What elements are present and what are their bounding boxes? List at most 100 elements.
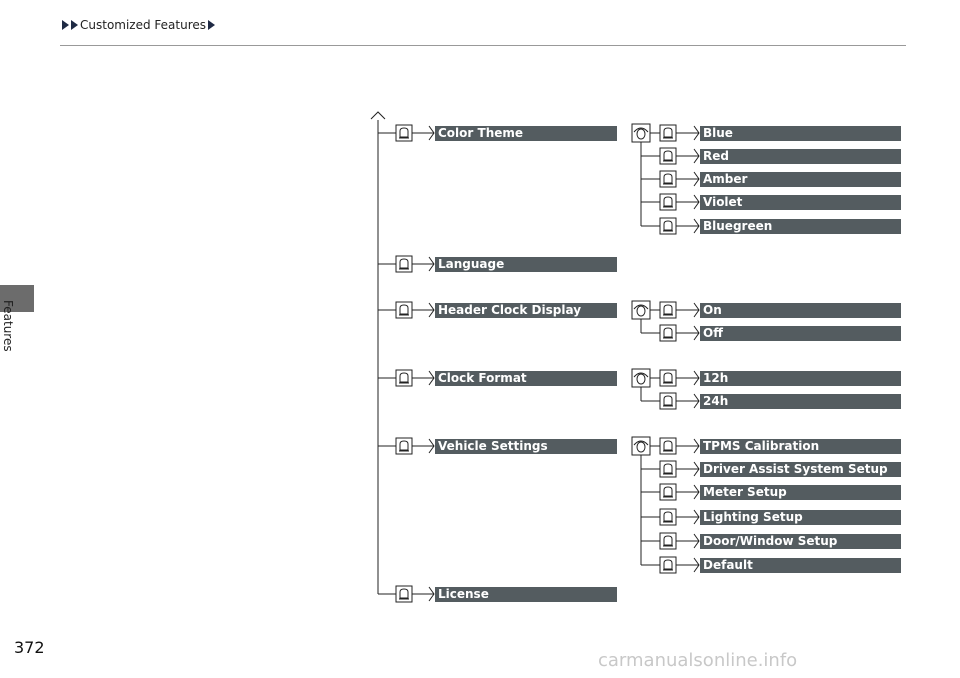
press-icon-finger (663, 127, 673, 138)
option-bar (700, 485, 901, 500)
menu-item-bar (435, 371, 617, 386)
press-icon-finger (399, 588, 409, 599)
press-icon (659, 483, 677, 501)
option-bar (700, 172, 901, 187)
press-icon (659, 369, 677, 387)
bar-label: Driver Assist System Setup (703, 462, 888, 476)
bar-label: Blue (703, 126, 733, 140)
arrow-icon (428, 370, 435, 386)
arrow-icon (693, 218, 700, 234)
press-icon (659, 460, 677, 478)
option-bar (700, 534, 901, 549)
bar-label: On (703, 303, 722, 317)
press-icon (659, 508, 677, 526)
press-icon-finger (399, 440, 409, 451)
option-bar (700, 326, 901, 341)
menu-item-bar (435, 439, 617, 454)
press-icon-finger (663, 463, 673, 474)
rotate-icon-knob (636, 441, 646, 453)
option-bar (700, 219, 901, 234)
press-icon (659, 324, 677, 342)
press-icon-finger (663, 196, 673, 207)
arrow-icon (428, 302, 435, 318)
press-icon-finger (663, 440, 673, 451)
option-bar (700, 303, 901, 318)
rotate-icon-knob (636, 128, 646, 140)
press-icon (659, 193, 677, 211)
bar-label: License (438, 587, 489, 601)
bar-label: Lighting Setup (703, 510, 803, 524)
press-icon (659, 217, 677, 235)
press-icon-finger (399, 127, 409, 138)
press-icon-finger (663, 395, 673, 406)
header-divider (60, 45, 906, 46)
arrow-icon (693, 461, 700, 477)
press-icon-finger (663, 486, 673, 497)
press-icon-finger (663, 511, 673, 522)
option-bar (700, 195, 901, 210)
breadcrumb: Customized Features (62, 18, 216, 32)
menu-item-bar (435, 257, 617, 272)
bar-label: Bluegreen (703, 219, 772, 233)
option-bar (700, 149, 901, 164)
bar-label: TPMS Calibration (703, 439, 819, 453)
arrow-icon (208, 20, 216, 30)
bar-label: Amber (703, 172, 748, 186)
press-icon-finger (399, 258, 409, 269)
rotate-icon-knob (636, 373, 646, 385)
rotate-icon-arc (633, 304, 649, 310)
arrow-icon (693, 302, 700, 318)
press-icon (659, 170, 677, 188)
arrow-icon (428, 125, 435, 141)
option-bar (700, 126, 901, 141)
bar-label: Header Clock Display (438, 303, 581, 317)
press-icon (395, 437, 413, 455)
page-number: 372 (14, 638, 45, 657)
arrow-icon (693, 125, 700, 141)
side-tab-marker (0, 285, 34, 312)
arrow-icon (693, 171, 700, 187)
bar-label: Off (703, 326, 723, 340)
option-bar (700, 371, 901, 386)
arrow-icon (428, 586, 435, 602)
arrow-up-icon (370, 111, 386, 120)
press-icon (395, 369, 413, 387)
arrow-icon (693, 370, 700, 386)
option-bar (700, 439, 901, 454)
press-icon-finger (663, 535, 673, 546)
press-icon (395, 124, 413, 142)
bar-label: Vehicle Settings (438, 439, 548, 453)
press-icon-finger (663, 304, 673, 315)
option-bar (700, 510, 901, 525)
press-icon (659, 147, 677, 165)
press-icon (659, 392, 677, 410)
rotate-icon-knob (636, 305, 646, 317)
arrow-icon (693, 438, 700, 454)
press-icon (659, 556, 677, 574)
arrow-icon (693, 393, 700, 409)
press-icon (395, 585, 413, 603)
press-icon-finger (399, 304, 409, 315)
menu-item-bar (435, 303, 617, 318)
watermark: carmanualsonline.info (598, 650, 798, 671)
bar-label: 24h (703, 394, 728, 408)
option-bar (700, 394, 901, 409)
bar-label: Violet (703, 195, 743, 209)
rotate-icon-arc (633, 372, 649, 378)
bar-label: Door/Window Setup (703, 534, 838, 548)
arrow-icon (693, 484, 700, 500)
option-bar (700, 558, 901, 573)
press-icon-finger (663, 150, 673, 161)
breadcrumb-section: Customized Features (80, 18, 207, 32)
menu-item-bar (435, 587, 617, 602)
press-icon (659, 124, 677, 142)
arrow-icon (428, 256, 435, 272)
arrow-icon (71, 20, 78, 30)
rotate-icon-arc (633, 440, 649, 446)
bar-label: Default (703, 558, 753, 572)
bar-label: 12h (703, 371, 728, 385)
press-icon-finger (399, 372, 409, 383)
arrow-icon (428, 438, 435, 454)
press-icon-finger (663, 173, 673, 184)
